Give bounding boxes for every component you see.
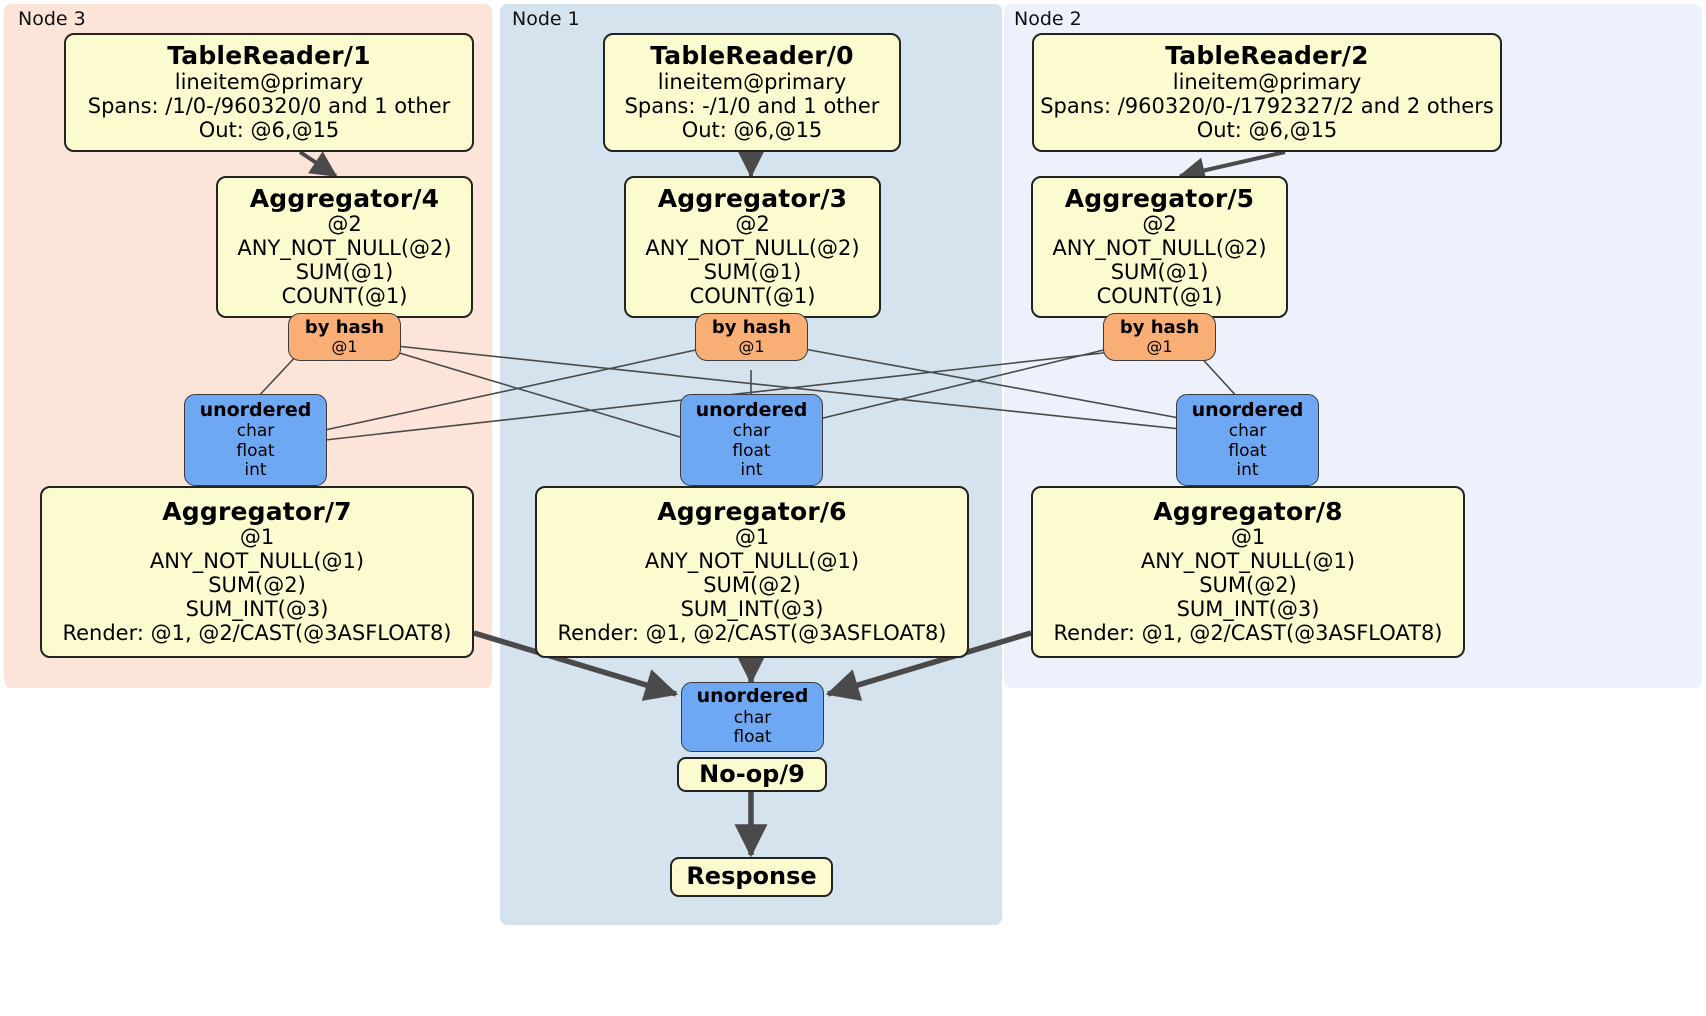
router-by-hash-node-2-title: by hash xyxy=(1119,316,1200,338)
aggregator-6-box[interactable]: Aggregator/6 @1 ANY_NOT_NULL(@1) SUM(@2)… xyxy=(535,486,969,658)
table-reader-1-box[interactable]: TableReader/1 lineitem@primary Spans: /1… xyxy=(64,33,474,152)
aggregator-8-title: Aggregator/8 xyxy=(1153,496,1343,526)
no-op-9-box[interactable]: No-op/9 xyxy=(677,757,827,792)
synchronizer-node-3-type-2: float xyxy=(236,440,275,461)
table-reader-0-title: TableReader/0 xyxy=(650,41,854,71)
synchronizer-node-3[interactable]: unordered char float int xyxy=(184,394,327,486)
table-reader-1-table: lineitem@primary xyxy=(174,69,364,94)
router-by-hash-node-2[interactable]: by hash @1 xyxy=(1103,313,1216,361)
synchronizer-node-1-type-3: int xyxy=(740,460,763,481)
router-by-hash-node-3-title: by hash xyxy=(304,316,385,338)
aggregator-6-agg2: SUM(@2) xyxy=(703,573,801,598)
aggregator-5-box[interactable]: Aggregator/5 @2 ANY_NOT_NULL(@2) SUM(@1)… xyxy=(1031,176,1288,318)
table-reader-1-out: Out: @6,@15 xyxy=(198,117,340,142)
aggregator-6-title: Aggregator/6 xyxy=(657,496,847,526)
synchronizer-node-3-type-1: char xyxy=(236,421,275,442)
aggregator-4-title: Aggregator/4 xyxy=(249,183,440,213)
final-synchronizer-title: unordered xyxy=(696,685,809,708)
router-by-hash-node-3-column: @1 xyxy=(331,337,358,357)
aggregator-6-group: @1 xyxy=(734,525,770,550)
aggregator-8-agg1: ANY_NOT_NULL(@1) xyxy=(1140,549,1356,574)
aggregator-5-title: Aggregator/5 xyxy=(1064,183,1255,213)
aggregator-5-agg3: COUNT(@1) xyxy=(1096,284,1223,309)
aggregator-8-box[interactable]: Aggregator/8 @1 ANY_NOT_NULL(@1) SUM(@2)… xyxy=(1031,486,1465,658)
synchronizer-node-1-type-2: float xyxy=(732,440,771,461)
aggregator-6-agg1: ANY_NOT_NULL(@1) xyxy=(644,549,860,574)
synchronizer-node-1-title: unordered xyxy=(695,398,808,421)
aggregator-8-render: Render: @1, @2/CAST(@3ASFLOAT8) xyxy=(1053,621,1443,646)
aggregator-5-agg1: ANY_NOT_NULL(@2) xyxy=(1052,236,1267,261)
response-label: Response xyxy=(686,862,817,891)
aggregator-4-agg2: SUM(@1) xyxy=(295,260,394,285)
synchronizer-node-2-title: unordered xyxy=(1191,398,1304,421)
cluster-label-node-1: Node 1 xyxy=(512,8,580,30)
table-reader-0-box[interactable]: TableReader/0 lineitem@primary Spans: -/… xyxy=(603,33,901,152)
aggregator-4-box[interactable]: Aggregator/4 @2 ANY_NOT_NULL(@2) SUM(@1)… xyxy=(216,176,473,318)
cluster-label-node-3: Node 3 xyxy=(18,8,86,30)
table-reader-0-spans: Spans: -/1/0 and 1 other xyxy=(624,93,880,118)
synchronizer-node-3-title: unordered xyxy=(199,398,312,421)
response-box[interactable]: Response xyxy=(670,857,833,897)
table-reader-2-spans: Spans: /960320/0-/1792327/2 and 2 others xyxy=(1040,93,1494,118)
table-reader-2-box[interactable]: TableReader/2 lineitem@primary Spans: /9… xyxy=(1032,33,1502,152)
synchronizer-node-2[interactable]: unordered char float int xyxy=(1176,394,1319,486)
aggregator-6-render: Render: @1, @2/CAST(@3ASFLOAT8) xyxy=(557,621,947,646)
final-synchronizer-type-2: float xyxy=(733,727,772,748)
table-reader-0-out: Out: @6,@15 xyxy=(681,117,823,142)
router-by-hash-node-2-column: @1 xyxy=(1146,337,1173,357)
aggregator-8-group: @1 xyxy=(1230,525,1266,550)
router-by-hash-node-3[interactable]: by hash @1 xyxy=(288,313,401,361)
aggregator-3-agg3: COUNT(@1) xyxy=(689,284,816,309)
aggregator-8-agg2: SUM(@2) xyxy=(1199,573,1297,598)
router-by-hash-node-1[interactable]: by hash @1 xyxy=(695,313,808,361)
aggregator-3-group: @2 xyxy=(735,212,770,237)
table-reader-2-table: lineitem@primary xyxy=(1172,69,1362,94)
aggregator-7-agg2: SUM(@2) xyxy=(208,573,306,598)
aggregator-3-agg2: SUM(@1) xyxy=(703,260,802,285)
aggregator-3-agg1: ANY_NOT_NULL(@2) xyxy=(645,236,860,261)
final-synchronizer-type-1: char xyxy=(733,707,772,728)
aggregator-7-agg3: SUM_INT(@3) xyxy=(185,597,329,622)
router-by-hash-node-1-title: by hash xyxy=(711,316,792,338)
aggregator-7-group: @1 xyxy=(239,525,275,550)
aggregator-7-box[interactable]: Aggregator/7 @1 ANY_NOT_NULL(@1) SUM(@2)… xyxy=(40,486,474,658)
synchronizer-node-1[interactable]: unordered char float int xyxy=(680,394,823,486)
synchronizer-node-2-type-2: float xyxy=(1228,440,1267,461)
aggregator-6-agg3: SUM_INT(@3) xyxy=(680,597,824,622)
aggregator-4-group: @2 xyxy=(327,212,362,237)
aggregator-7-render: Render: @1, @2/CAST(@3ASFLOAT8) xyxy=(62,621,452,646)
no-op-9-label: No-op/9 xyxy=(699,759,805,788)
synchronizer-node-2-type-3: int xyxy=(1236,460,1259,481)
table-reader-0-table: lineitem@primary xyxy=(657,69,847,94)
final-synchronizer[interactable]: unordered char float xyxy=(681,682,824,752)
aggregator-8-agg3: SUM_INT(@3) xyxy=(1176,597,1320,622)
aggregator-4-agg1: ANY_NOT_NULL(@2) xyxy=(237,236,452,261)
table-reader-1-spans: Spans: /1/0-/960320/0 and 1 other xyxy=(87,93,451,118)
aggregator-4-agg3: COUNT(@1) xyxy=(281,284,408,309)
table-reader-2-title: TableReader/2 xyxy=(1165,41,1369,71)
router-by-hash-node-1-column: @1 xyxy=(738,337,765,357)
aggregator-3-box[interactable]: Aggregator/3 @2 ANY_NOT_NULL(@2) SUM(@1)… xyxy=(624,176,881,318)
aggregator-5-agg2: SUM(@1) xyxy=(1110,260,1209,285)
aggregator-7-title: Aggregator/7 xyxy=(162,496,352,526)
aggregator-7-agg1: ANY_NOT_NULL(@1) xyxy=(149,549,365,574)
synchronizer-node-2-type-1: char xyxy=(1228,421,1267,442)
table-reader-2-out: Out: @6,@15 xyxy=(1196,117,1338,142)
table-reader-1-title: TableReader/1 xyxy=(167,41,371,71)
aggregator-3-title: Aggregator/3 xyxy=(657,183,848,213)
aggregator-5-group: @2 xyxy=(1142,212,1177,237)
synchronizer-node-3-type-3: int xyxy=(244,460,267,481)
synchronizer-node-1-type-1: char xyxy=(732,421,771,442)
cluster-label-node-2: Node 2 xyxy=(1014,8,1082,30)
